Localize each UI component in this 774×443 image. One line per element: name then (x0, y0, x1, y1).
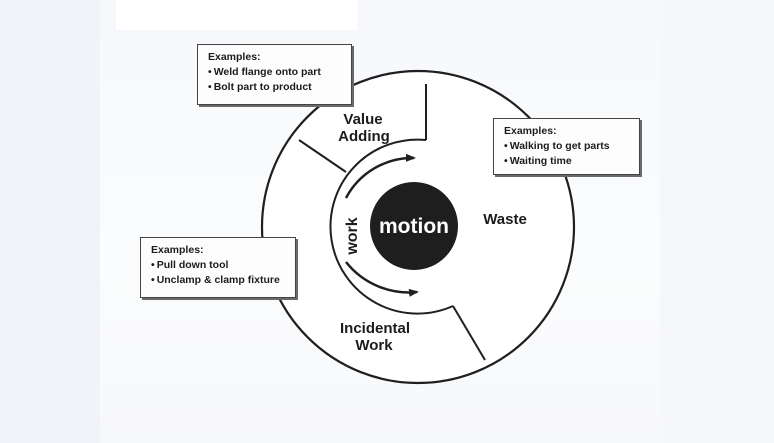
incidental-label-line2: Work (355, 337, 393, 354)
example-item: Bolt part to product (208, 80, 343, 95)
work-arrow-up-icon (344, 153, 416, 199)
inner-ring-arc (329, 138, 454, 315)
incidental-examples-box: Examples: Pull down tool Unclamp & clamp… (140, 237, 296, 298)
value-adding-examples-box: Examples: Weld flange onto part Bolt par… (197, 44, 352, 105)
examples-title: Examples: (504, 125, 557, 137)
scan-right-band (660, 0, 774, 443)
value-adding-label-line2: Adding (338, 128, 390, 145)
scan-left-band (0, 0, 100, 443)
example-item: Weld flange onto part (208, 65, 343, 80)
example-item: Unclamp & clamp fixture (151, 273, 287, 288)
scan-top-strip (116, 0, 358, 30)
example-item: Waiting time (504, 154, 631, 169)
divider-bottom (452, 305, 486, 361)
value-adding-label-line1: Value (343, 111, 382, 128)
examples-title: Examples: (208, 51, 261, 63)
motion-hub (370, 182, 458, 270)
example-item: Pull down tool (151, 258, 287, 273)
work-arrow-down-icon (345, 261, 419, 297)
waste-examples-box: Examples: Walking to get parts Waiting t… (493, 118, 640, 175)
waste-label: Waste (483, 211, 527, 228)
divider-left (298, 139, 347, 173)
incidental-label-line1: Incidental (340, 320, 410, 337)
work-label: work (344, 217, 361, 255)
example-item: Walking to get parts (504, 139, 631, 154)
examples-title: Examples: (151, 244, 204, 256)
motion-label: motion (379, 215, 449, 238)
